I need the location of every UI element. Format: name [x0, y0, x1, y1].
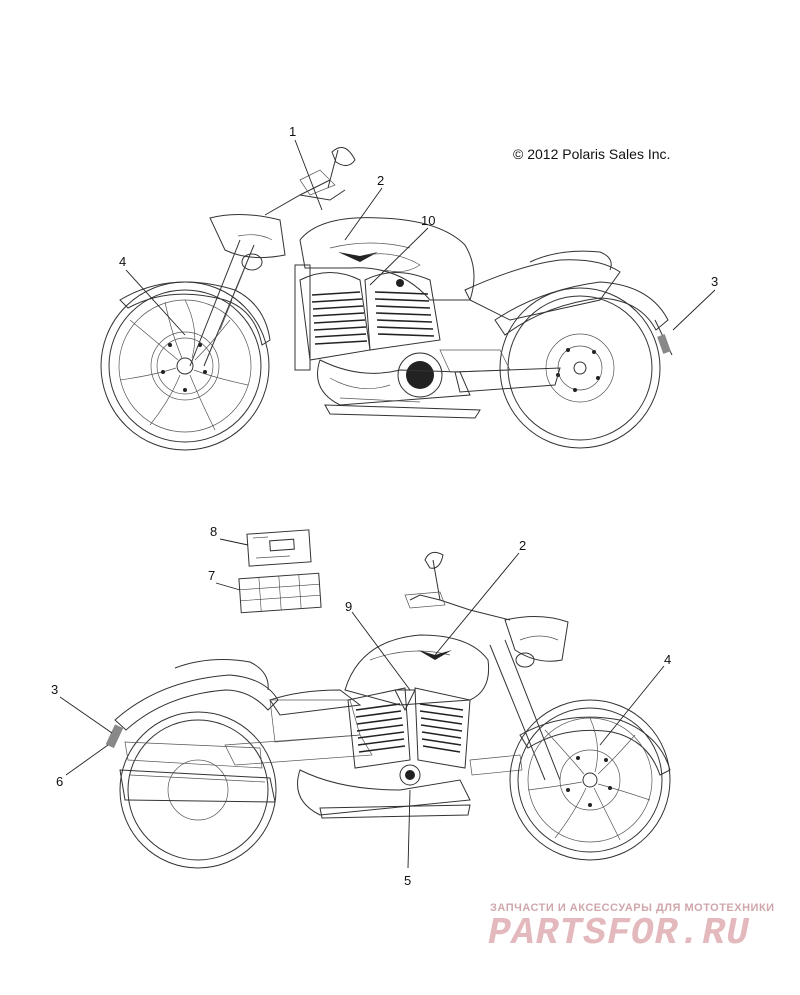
callout-2-bottom: 2 — [519, 538, 526, 553]
callout-8: 8 — [210, 524, 217, 539]
callout-2-top: 2 — [377, 173, 384, 188]
rear-wheel-top — [499, 287, 661, 449]
callout-9: 9 — [345, 599, 352, 614]
watermark-tagline: ЗАПЧАСТИ И АКСЕССУАРЫ ДЛЯ МОТОТЕХНИКИ — [490, 902, 775, 914]
callout-4-top: 4 — [119, 254, 126, 269]
callouts-bottom: 8 7 2 9 4 3 6 5 — [51, 524, 671, 888]
decal-label-7 — [238, 572, 322, 614]
engine-top — [294, 264, 561, 419]
front-wheel-top — [100, 281, 270, 451]
engine-bottom — [297, 687, 523, 819]
decal-label-8 — [246, 529, 312, 567]
motorcycle-right-side — [100, 147, 673, 451]
callout-4-bottom: 4 — [664, 652, 671, 667]
motorcycle-left-side — [105, 551, 671, 869]
copyright-notice: © 2012 Polaris Sales Inc. — [513, 146, 671, 162]
callout-5: 5 — [404, 873, 411, 888]
callout-3-bottom: 3 — [51, 682, 58, 697]
callout-10-top: 10 — [421, 213, 435, 228]
callout-leaders-bottom — [59, 538, 665, 869]
callout-7: 7 — [208, 568, 215, 583]
callout-1-top: 1 — [289, 124, 296, 139]
callout-leaders-top — [125, 139, 716, 336]
callout-6: 6 — [56, 774, 63, 789]
front-wheel-bottom — [509, 699, 671, 861]
watermark-logo: PARTSFOR.RU — [488, 912, 750, 955]
callout-3-top: 3 — [711, 274, 718, 289]
rear-wheel-bottom — [119, 711, 277, 869]
callouts-top: 1 2 10 4 3 — [119, 124, 718, 289]
